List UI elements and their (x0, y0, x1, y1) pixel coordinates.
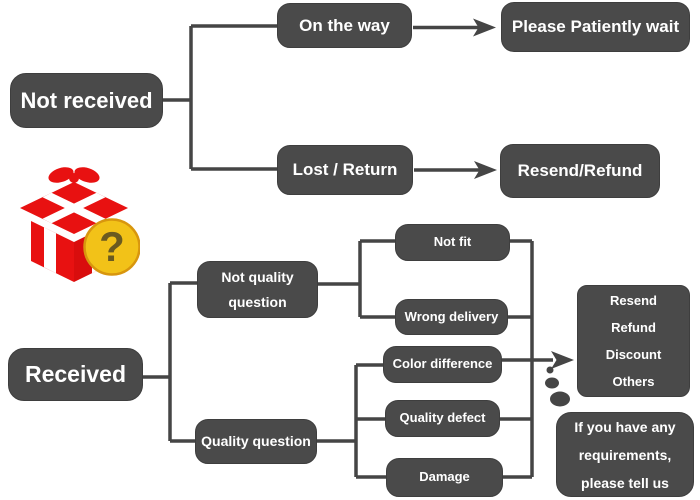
node-quality-question: Quality question (195, 419, 317, 464)
requirements-line: please tell us (581, 474, 669, 491)
arrow-on-the-way-to-wait (413, 18, 496, 37)
resolution-option: Discount (605, 347, 662, 362)
gift-box-icon: ? (20, 167, 140, 282)
node-please-patiently-wait: Please Patiently wait (501, 2, 690, 52)
requirements-line: If you have any (574, 418, 676, 435)
node-not-quality-question: Not quality question (197, 261, 318, 318)
resolution-option: Others (612, 374, 655, 389)
node-damage: Damage (386, 458, 503, 497)
resolution-option: Refund (611, 320, 656, 335)
node-requirements-note: If you have any requirements, please tel… (556, 412, 694, 497)
node-resolution-options: Resend Refund Discount Others (577, 285, 690, 397)
arrow-lost-return-to-resend (414, 161, 497, 179)
node-not-received: Not received (10, 73, 163, 128)
node-lost-return: Lost / Return (277, 145, 413, 195)
node-received: Received (8, 348, 143, 401)
node-wrong-delivery: Wrong delivery (395, 299, 508, 335)
svg-text:?: ? (99, 223, 125, 270)
node-not-fit: Not fit (395, 224, 510, 261)
node-label-line: question (228, 293, 287, 310)
node-color-difference: Color difference (383, 346, 502, 383)
gift-bow (48, 167, 100, 183)
thought-dots (545, 366, 570, 407)
arrow-to-resolutions (502, 351, 574, 369)
node-on-the-way: On the way (277, 3, 412, 48)
question-mark-icon: ? (83, 218, 140, 276)
node-label-line: Not quality (221, 268, 294, 285)
connector-not-received-branch (163, 24, 277, 171)
node-resend-refund: Resend/Refund (500, 144, 660, 198)
resolution-option: Resend (610, 293, 657, 308)
node-quality-defect: Quality defect (385, 400, 500, 437)
requirements-line: requirements, (578, 446, 672, 463)
connector-quality-branch (317, 363, 386, 479)
connector-received-branch (143, 281, 197, 443)
connector-not-quality-branch (318, 239, 395, 319)
